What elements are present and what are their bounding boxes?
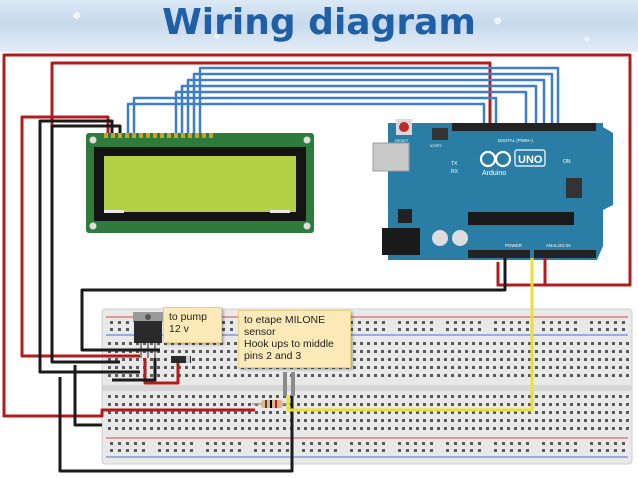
sensor-note-line1: to etape MILONE: [244, 314, 326, 326]
lcd-pin-header: [104, 133, 213, 138]
svg-text:TX: TX: [451, 161, 458, 167]
wire-black-left: [73, 365, 102, 427]
slide-title: Wiring diagram: [162, 2, 476, 43]
sensor-note-line3: Hook ups to middle: [244, 338, 334, 350]
reset-label: RESET: [395, 138, 409, 143]
svg-text:POWER: POWER: [505, 243, 523, 248]
wire-black-lcd-b: [50, 124, 122, 364]
arduino-logo: Arduino UNO: [479, 149, 546, 177]
uno-model-text: UNO: [518, 154, 543, 166]
wire-red-reg: [143, 358, 180, 385]
pump-note-line2: 12 v: [169, 323, 189, 335]
resistor: [252, 400, 290, 408]
title-banner: Wiring diagram: [0, 0, 638, 52]
digital-label: DIGITAL (PWM~): [498, 138, 533, 143]
wire-blue-4: [180, 84, 538, 133]
power-header: [468, 250, 530, 258]
wire-blue-6: [192, 72, 554, 133]
diode: [171, 356, 191, 363]
digital-header: [452, 123, 596, 131]
wire-yellow-sensor: [286, 258, 534, 412]
pump-note-line1: to pump: [169, 311, 207, 323]
wire-black-ground: [80, 258, 507, 352]
sensor-note-line4: pins 2 and 3: [244, 350, 302, 362]
sensor-note: to etape MILONE sensor Hook ups to middl…: [238, 310, 351, 368]
wires: [2, 53, 632, 473]
wire-red-main: [2, 53, 632, 418]
lcd-screen: [104, 156, 296, 212]
analog-header: [534, 250, 596, 258]
svg-text:RX: RX: [451, 169, 459, 175]
wire-blue-3: [174, 90, 528, 133]
svg-text:ANALOG IN: ANALOG IN: [546, 243, 571, 248]
wire-blue-7: [198, 66, 560, 133]
wire-blue-5: [186, 78, 546, 133]
wire-black-bottom: [58, 377, 294, 473]
lcd-module: [86, 133, 314, 233]
pump-note: to pump 12 v: [163, 307, 222, 343]
sensor-header-pins: [283, 372, 295, 396]
arduino-brand-text: Arduino: [482, 170, 506, 177]
wire-blue-1: [126, 102, 486, 133]
wire-blue-2: [132, 96, 498, 133]
arduino-uno-board: RESET ICSP2 DIGITAL (PWM~) TX RX ON Ardu…: [372, 119, 613, 260]
wire-black-reg: [112, 358, 157, 382]
svg-text:ICSP2: ICSP2: [430, 143, 442, 148]
icsp-header: ICSP2: [430, 128, 448, 148]
sensor-note-line2: sensor: [244, 326, 276, 338]
svg-text:ON: ON: [563, 159, 571, 165]
atmega-chip: [468, 212, 574, 225]
